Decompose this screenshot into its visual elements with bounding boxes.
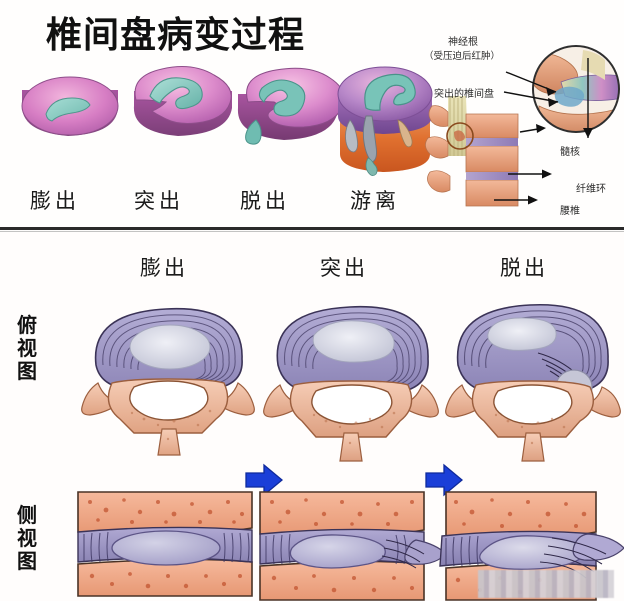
progression-arrow-1 — [244, 463, 284, 497]
disc-stage-protrusion-illustration — [126, 58, 241, 153]
axial-view-protrusion — [258, 287, 443, 462]
annotation-lumbar-vertebra: 腰椎 — [560, 206, 580, 217]
top-panel-disc-progression: 椎间盘病变过程 — [0, 0, 624, 228]
column-header-protrusion: 突出 — [320, 256, 368, 280]
annotation-leader-lines — [494, 58, 593, 205]
axial-view-extrusion — [442, 287, 622, 462]
annotation-nucleus-pulposus: 髓核 — [560, 147, 580, 158]
disc-stage-extrusion-illustration — [232, 62, 345, 157]
annotation-herniated-disc: 突出的椎间盘 — [434, 89, 494, 100]
sagittal-view-bulging — [74, 490, 264, 600]
stage-label-protrusion: 突出 — [134, 189, 184, 213]
stage-label-sequestration: 游离 — [350, 189, 400, 213]
disc-stage-sequestration-illustration — [326, 46, 446, 181]
annotation-annulus-fibrosus: 纤维环 — [576, 184, 606, 195]
stage-label-extrusion: 脱出 — [240, 189, 290, 213]
annotation-nerve-root-line2: （受压迫后红肿） — [424, 51, 501, 62]
section-divider-shadow — [0, 231, 624, 232]
page-title: 椎间盘病变过程 — [46, 15, 306, 56]
disc-stage-bulging-illustration — [16, 62, 126, 152]
progression-arrow-2 — [424, 463, 464, 497]
row-label-side-view: 侧视图 — [17, 503, 37, 573]
column-header-extrusion: 脱出 — [500, 256, 548, 280]
sagittal-view-protrusion — [256, 490, 451, 601]
column-header-bulging: 膨出 — [140, 256, 188, 280]
axial-view-bulging — [78, 287, 258, 457]
section-divider — [0, 227, 624, 230]
bottom-panel-views-grid: 膨出 突出 脱出 俯视图 侧视图 — [0, 232, 624, 601]
annotation-nerve-root-line1: 神经根 — [448, 37, 478, 48]
stage-label-bulging: 膨出 — [30, 189, 80, 213]
row-label-top-view: 俯视图 — [17, 313, 37, 383]
blurred-watermark — [478, 570, 614, 598]
